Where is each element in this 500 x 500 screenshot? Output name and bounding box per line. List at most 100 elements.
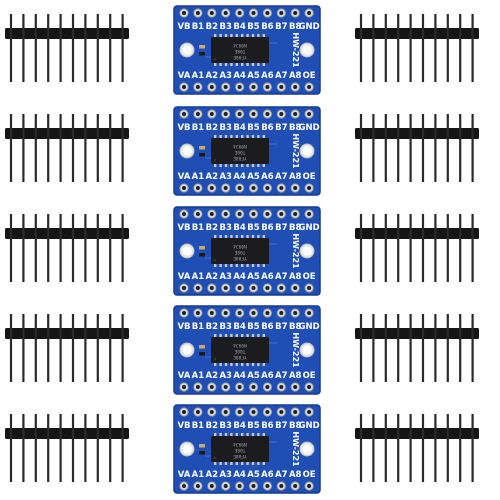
board-model-label: HW-221 (291, 233, 300, 269)
header-pin (47, 214, 50, 230)
pin-label-bottom: OE (303, 172, 316, 182)
pin-label-top: GND (299, 421, 320, 431)
header-pin (109, 128, 112, 139)
header-pin (421, 338, 425, 382)
ic-lead (219, 334, 222, 338)
pad-hole (293, 85, 298, 89)
pin-label-top: VB (177, 421, 190, 431)
ic-lead (257, 334, 260, 338)
chip-marking: YF08E (233, 54, 247, 60)
ic-lead (251, 461, 255, 465)
header-pin (59, 138, 62, 182)
header-pin (9, 228, 13, 239)
ic-lead (214, 62, 217, 66)
header-pin (109, 214, 112, 230)
header-pin (71, 314, 75, 330)
ic-lead (257, 433, 260, 437)
pin-label-bottom: A4 (233, 470, 246, 480)
ic-lead (224, 362, 228, 366)
header-pin (471, 214, 474, 230)
ic-lead (246, 62, 249, 66)
header-pin (471, 328, 474, 339)
ic-pin1-dot (213, 57, 217, 61)
pin-label-top: B2 (206, 123, 218, 133)
header-pin (22, 114, 25, 130)
pad-hole (307, 212, 312, 216)
header-pin (459, 138, 462, 182)
header-pin (359, 338, 363, 382)
pad-hole (307, 85, 312, 89)
header-pin (471, 228, 474, 239)
header-pin (397, 438, 400, 482)
header-pin (446, 214, 449, 230)
header-pin (372, 414, 375, 430)
header-pin (47, 428, 50, 439)
ic-lead (230, 34, 233, 38)
ic-chip (211, 436, 269, 462)
header-pin (397, 128, 400, 139)
header-pin (9, 28, 13, 39)
header-pin (22, 414, 25, 430)
ic-lead (262, 34, 265, 38)
ic-lead (224, 461, 228, 465)
header-pin (9, 428, 13, 439)
pin-label-top: B8 (289, 123, 301, 133)
pin-header-strip (5, 12, 131, 84)
header-pin (96, 428, 99, 439)
pin-label-top: B4 (233, 421, 245, 431)
header-pin (434, 338, 437, 382)
pad-hole (265, 85, 270, 89)
chip-marking: T08E (234, 348, 245, 354)
pin-label-bottom: A8 (289, 470, 302, 480)
pin-label-bottom: A8 (289, 172, 302, 182)
ic-lead (241, 334, 244, 338)
pad-hole (307, 186, 312, 190)
pin-label-top: B7 (275, 123, 287, 133)
header-pin (47, 314, 50, 330)
ic-pin1-dot (213, 258, 217, 262)
header-pin (71, 128, 75, 139)
ic-lead (251, 362, 255, 366)
chip-marking: YF08E (233, 354, 247, 360)
header-pin (84, 338, 87, 382)
header-pin (59, 238, 62, 282)
header-pin (471, 114, 474, 130)
header-pin (84, 414, 87, 430)
header-pin (459, 28, 462, 39)
header-pin (47, 328, 50, 339)
pin-label-top: B8 (289, 223, 301, 233)
pad-hole (182, 311, 186, 315)
pin-label-top: B4 (233, 322, 245, 332)
header-pin (71, 328, 75, 339)
pin-label-top: B5 (247, 322, 259, 332)
ic-lead (219, 362, 222, 366)
header-pin (471, 128, 474, 139)
chip-marking: YF08E (233, 255, 247, 261)
ic-lead (219, 433, 222, 437)
ic-lead (262, 433, 265, 437)
header-pin (109, 328, 112, 339)
pad-hole (195, 186, 200, 190)
header-pin (47, 38, 50, 82)
header-pin (59, 438, 62, 482)
header-pin (47, 128, 50, 139)
ic-lead (251, 135, 255, 139)
pad-hole (265, 484, 270, 488)
pad-hole (279, 212, 284, 216)
pad-hole (307, 112, 312, 116)
header-pin (109, 338, 112, 382)
pad-hole (182, 11, 186, 15)
header-pin (96, 14, 99, 30)
header-pin (397, 328, 400, 339)
header-pin (109, 114, 112, 130)
ic-lead (230, 334, 233, 338)
pad-hole (223, 410, 228, 414)
pin-label-top: B6 (261, 421, 273, 431)
header-pin (359, 38, 363, 82)
pad-hole (251, 85, 256, 89)
ic-lead (224, 235, 228, 239)
ic-lead (241, 62, 244, 66)
header-pin (434, 438, 437, 482)
